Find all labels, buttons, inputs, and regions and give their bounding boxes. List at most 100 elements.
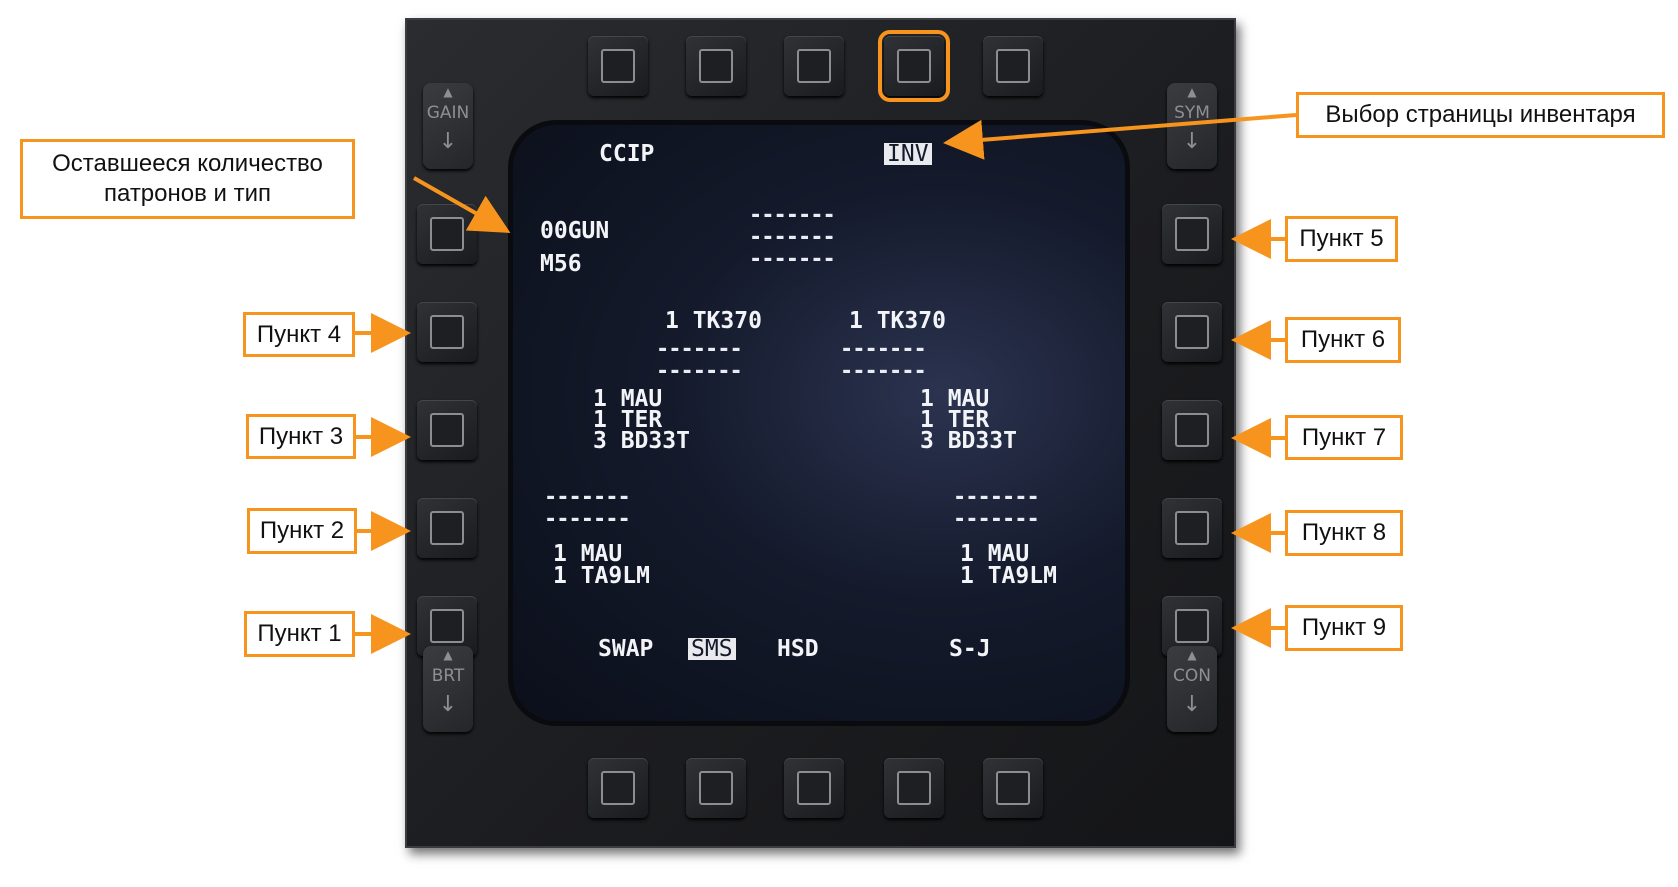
osb-face xyxy=(699,771,733,805)
osb-face xyxy=(1175,217,1209,251)
callout-item6: Пункт 6 xyxy=(1285,317,1401,363)
callout-inventory-select: Выбор страницы инвентаря xyxy=(1296,92,1665,138)
callout-item8: Пункт 8 xyxy=(1285,510,1403,556)
con-rocker[interactable]: ▲ CON ↓ xyxy=(1167,646,1217,732)
osb-top-4-inventory[interactable] xyxy=(878,30,950,102)
osb-face xyxy=(1175,609,1209,643)
callout-item2-text: Пункт 2 xyxy=(259,517,345,544)
osb-bottom-3[interactable] xyxy=(784,758,844,818)
callout-remaining-rounds: Оставшееся количество патронов и тип xyxy=(20,139,355,219)
osb-bottom-2[interactable] xyxy=(686,758,746,818)
osb-face xyxy=(699,49,733,83)
osb-bottom-5[interactable] xyxy=(983,758,1043,818)
osb-top-1[interactable] xyxy=(588,36,648,96)
arrow-down-icon: ↓ xyxy=(1182,692,1202,717)
brt-rocker[interactable]: ▲ BRT ↓ xyxy=(423,646,473,732)
bottom-label-hsd: HSD xyxy=(777,636,819,662)
callout-rounds-line2: патронов и тип xyxy=(104,180,271,207)
osb-face xyxy=(897,771,931,805)
osb-bottom-4[interactable] xyxy=(884,758,944,818)
osb-right-8[interactable] xyxy=(1162,498,1222,558)
osb-right-5[interactable] xyxy=(1162,204,1222,264)
osb-face xyxy=(430,511,464,545)
station-left-center: 1 TK370 xyxy=(665,308,762,334)
callout-item9-text: Пункт 9 xyxy=(1301,614,1387,641)
callout-item7: Пункт 7 xyxy=(1285,415,1403,460)
osb-face xyxy=(897,49,931,83)
osb-face xyxy=(430,217,464,251)
empty-slot-dashes: ------- xyxy=(749,225,836,250)
callout-item4: Пункт 4 xyxy=(243,312,355,357)
rocker-label-gain: GAIN xyxy=(426,103,470,123)
osb-left-4[interactable] xyxy=(417,302,477,362)
osb-face xyxy=(797,49,831,83)
station-right-center: 1 TK370 xyxy=(849,308,946,334)
empty-slot-dashes: ------- xyxy=(953,507,1040,532)
empty-slot-dashes: ------- xyxy=(840,359,927,384)
callout-item2: Пункт 2 xyxy=(247,508,357,554)
osb-face xyxy=(1175,511,1209,545)
mfd-display: CCIP INV 00GUN M56 ------- ------- -----… xyxy=(508,120,1130,726)
empty-slot-dashes: ------- xyxy=(656,359,743,384)
empty-slot-dashes: ------- xyxy=(749,203,836,228)
osb-top-3[interactable] xyxy=(784,36,844,96)
callout-item5: Пункт 5 xyxy=(1285,216,1398,262)
arrow-up-icon: ▲ xyxy=(443,648,453,662)
station-right-outer-line: 1 TA9LM xyxy=(960,563,1057,589)
callout-item3: Пункт 3 xyxy=(246,414,356,459)
station-right-outer-line: 1 MAU xyxy=(960,541,1030,567)
station-right-mid-line: 3 BD33T xyxy=(920,428,1017,454)
osb-face xyxy=(601,49,635,83)
callout-item3-text: Пункт 3 xyxy=(258,422,344,450)
callout-item1-text: Пункт 1 xyxy=(257,620,342,647)
station-left-mid-line: 3 BD33T xyxy=(593,428,690,454)
osb-left-2[interactable] xyxy=(417,498,477,558)
callout-item9: Пункт 9 xyxy=(1285,605,1403,651)
osb-face xyxy=(996,771,1030,805)
arrow-down-icon: ↓ xyxy=(438,129,458,154)
rocker-label-con: CON xyxy=(1173,666,1211,686)
callout-inventory-text: Выбор страницы инвентаря xyxy=(1325,101,1636,128)
osb-face xyxy=(430,609,464,643)
callout-item7-text: Пункт 7 xyxy=(1301,423,1387,451)
station-left-outer-line: 1 TA9LM xyxy=(553,563,650,589)
osb-top-2[interactable] xyxy=(686,36,746,96)
station-right-mid-line: 1 TER xyxy=(920,407,990,433)
bottom-label-sj: S-J xyxy=(949,636,991,662)
gain-rocker[interactable]: ▲ GAIN ↓ xyxy=(423,83,473,169)
empty-slot-dashes: ------- xyxy=(953,485,1040,510)
osb-left-3[interactable] xyxy=(417,400,477,460)
station-right-mid-line: 1 MAU xyxy=(920,386,990,412)
arrow-up-icon: ▲ xyxy=(443,85,453,99)
rocker-label-brt: BRT xyxy=(431,666,465,686)
osb-face xyxy=(430,315,464,349)
station-left-mid-line: 1 TER xyxy=(593,407,663,433)
callout-item6-text: Пункт 6 xyxy=(1300,326,1386,353)
empty-slot-dashes: ------- xyxy=(656,337,743,362)
callout-rounds-line1: Оставшееся количество xyxy=(52,150,323,177)
osb-face xyxy=(430,413,464,447)
empty-slot-dashes: ------- xyxy=(544,485,631,510)
empty-slot-dashes: ------- xyxy=(544,507,631,532)
inventory-page-label: INV xyxy=(884,143,932,166)
callout-item8-text: Пункт 8 xyxy=(1301,519,1387,546)
station-left-outer-line: 1 MAU xyxy=(553,541,623,567)
bottom-label-swap: SWAP xyxy=(598,636,654,662)
arrow-up-icon: ▲ xyxy=(1187,648,1197,662)
arrow-inventory xyxy=(943,113,1297,160)
mode-label-ccip: CCIP xyxy=(599,141,655,167)
osb-bottom-1[interactable] xyxy=(588,758,648,818)
arrow-down-icon: ↓ xyxy=(1182,129,1202,154)
osb-face xyxy=(1175,315,1209,349)
arrow-down-icon: ↓ xyxy=(438,692,458,717)
rocker-label-sym: SYM xyxy=(1174,103,1210,123)
osb-right-6[interactable] xyxy=(1162,302,1222,362)
osb-face xyxy=(996,49,1030,83)
osb-right-7[interactable] xyxy=(1162,400,1222,460)
osb-face xyxy=(601,771,635,805)
empty-slot-dashes: ------- xyxy=(840,337,927,362)
empty-slot-dashes: ------- xyxy=(749,247,836,272)
station-left-mid-line: 1 MAU xyxy=(593,386,663,412)
osb-top-5[interactable] xyxy=(983,36,1043,96)
arrow-up-icon: ▲ xyxy=(1187,85,1197,99)
